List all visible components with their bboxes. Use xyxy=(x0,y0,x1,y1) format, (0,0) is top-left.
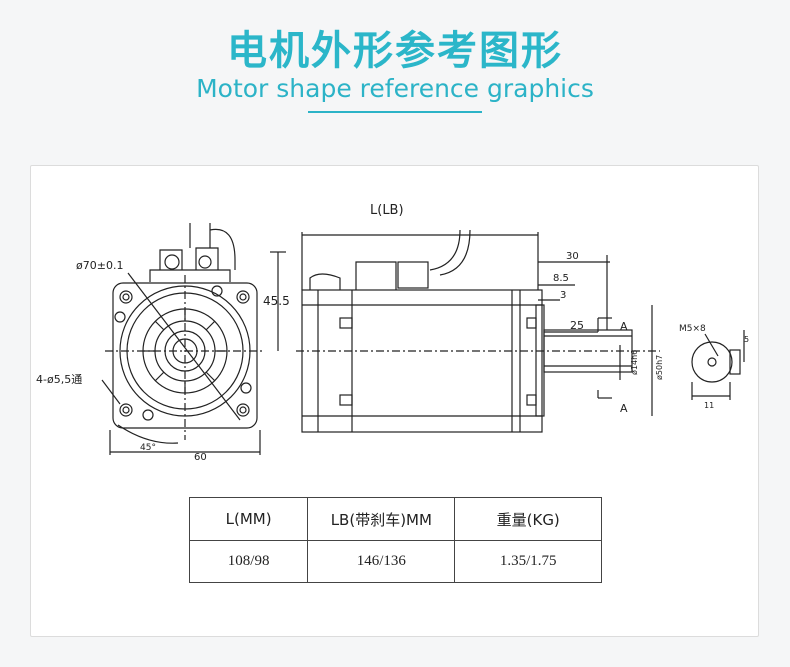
dim-angle: 45° xyxy=(140,443,156,453)
dim-center-height: 45.5 xyxy=(263,294,290,308)
dim-30: 30 xyxy=(566,251,579,262)
dim-25: 25 xyxy=(570,319,584,332)
table-cell: 146/136 xyxy=(307,540,456,583)
page-title: 电机外形参考图形 xyxy=(227,28,563,74)
table-header-cell: LB(带刹车)MM xyxy=(307,497,456,541)
table-header-cell: 重量(KG) xyxy=(454,497,602,541)
table-header-row: L(MM) LB(带刹车)MM 重量(KG) xyxy=(188,497,602,541)
section-marker-top: A xyxy=(620,320,628,333)
dim-thread: M5×8 xyxy=(679,324,706,334)
dim-5: 5 xyxy=(744,335,749,344)
dim-8-5: 8.5 xyxy=(553,273,569,284)
section-marker-bottom: A xyxy=(620,402,628,415)
dim-pilot-diameter: ø50h7 xyxy=(655,355,664,380)
dim-overall-length: L(LB) xyxy=(370,203,404,218)
table-cell: 1.35/1.75 xyxy=(454,540,602,583)
section-view xyxy=(691,330,745,400)
dim-shaft-diameter: ø14h6 xyxy=(630,350,639,375)
title-underline xyxy=(308,111,482,113)
table-row: 108/98 146/136 1.35/1.75 xyxy=(188,540,602,583)
dim-width: 60 xyxy=(194,452,207,463)
front-view xyxy=(101,223,286,455)
dim-mount-holes: 4-ø5,5通 xyxy=(36,373,82,386)
page-subtitle: Motor shape reference graphics xyxy=(196,74,594,103)
dim-11: 11 xyxy=(704,401,714,410)
dim-flange-diameter: ø70±0.1 xyxy=(76,259,123,272)
table-cell: 108/98 xyxy=(188,540,309,583)
dim-3: 3 xyxy=(560,290,566,301)
side-view xyxy=(296,229,660,433)
spec-table: L(MM) LB(带刹车)MM 重量(KG) 108/98 146/136 1.… xyxy=(188,497,602,583)
table-header-cell: L(MM) xyxy=(188,497,309,541)
